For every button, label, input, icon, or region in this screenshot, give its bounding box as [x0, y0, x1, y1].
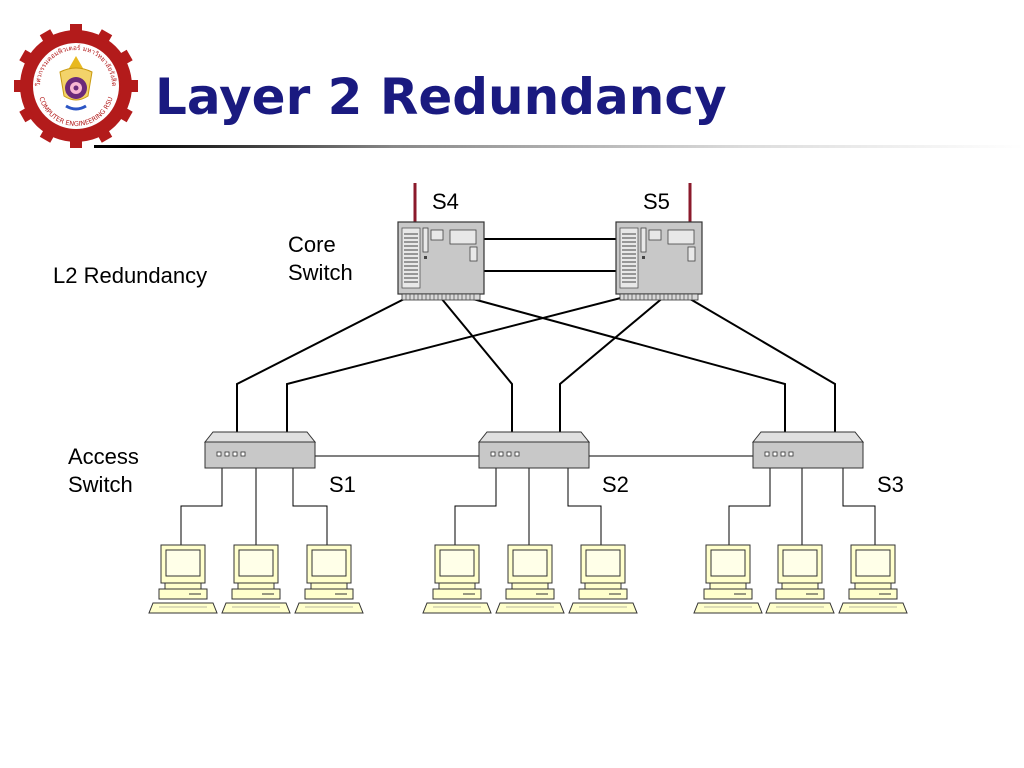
- access-switch-s3: [752, 431, 864, 469]
- core-label-s4: S4: [432, 189, 459, 214]
- pc-icon: [422, 544, 492, 614]
- access-label-s1: S1: [329, 472, 356, 497]
- pc-icon: [148, 544, 218, 614]
- pc-icon: [495, 544, 565, 614]
- access-label-s2: S2: [602, 472, 629, 497]
- pc-icon: [838, 544, 908, 614]
- core-interlinks: [484, 238, 618, 272]
- core-label-s5: S5: [643, 189, 670, 214]
- university-logo: วิศวกรรมคอมพิวเตอร์ มหาวิทยาลัยรังสิต CO…: [14, 24, 138, 148]
- access-switch-s1: [204, 431, 316, 469]
- access-switch-label: Access Switch: [68, 444, 139, 497]
- core-access-links: [236, 292, 836, 433]
- access-label-s3: S3: [877, 472, 904, 497]
- core-switch-s4: [397, 221, 485, 301]
- access-switch-s2: [478, 431, 590, 469]
- pc-icon: [693, 544, 763, 614]
- pc-links: [180, 467, 876, 545]
- pc-icon: [568, 544, 638, 614]
- page-title: Layer 2 Redundancy: [155, 68, 727, 126]
- core-switch-label: Core Switch: [288, 232, 353, 285]
- pc-icon: [221, 544, 291, 614]
- pc-icon: [765, 544, 835, 614]
- title-underline: [94, 145, 1024, 148]
- core-switch-s5: [615, 221, 703, 301]
- logo-emblem: [59, 56, 93, 111]
- l2-redundancy-label: L2 Redundancy: [53, 263, 208, 288]
- pc-icon: [294, 544, 364, 614]
